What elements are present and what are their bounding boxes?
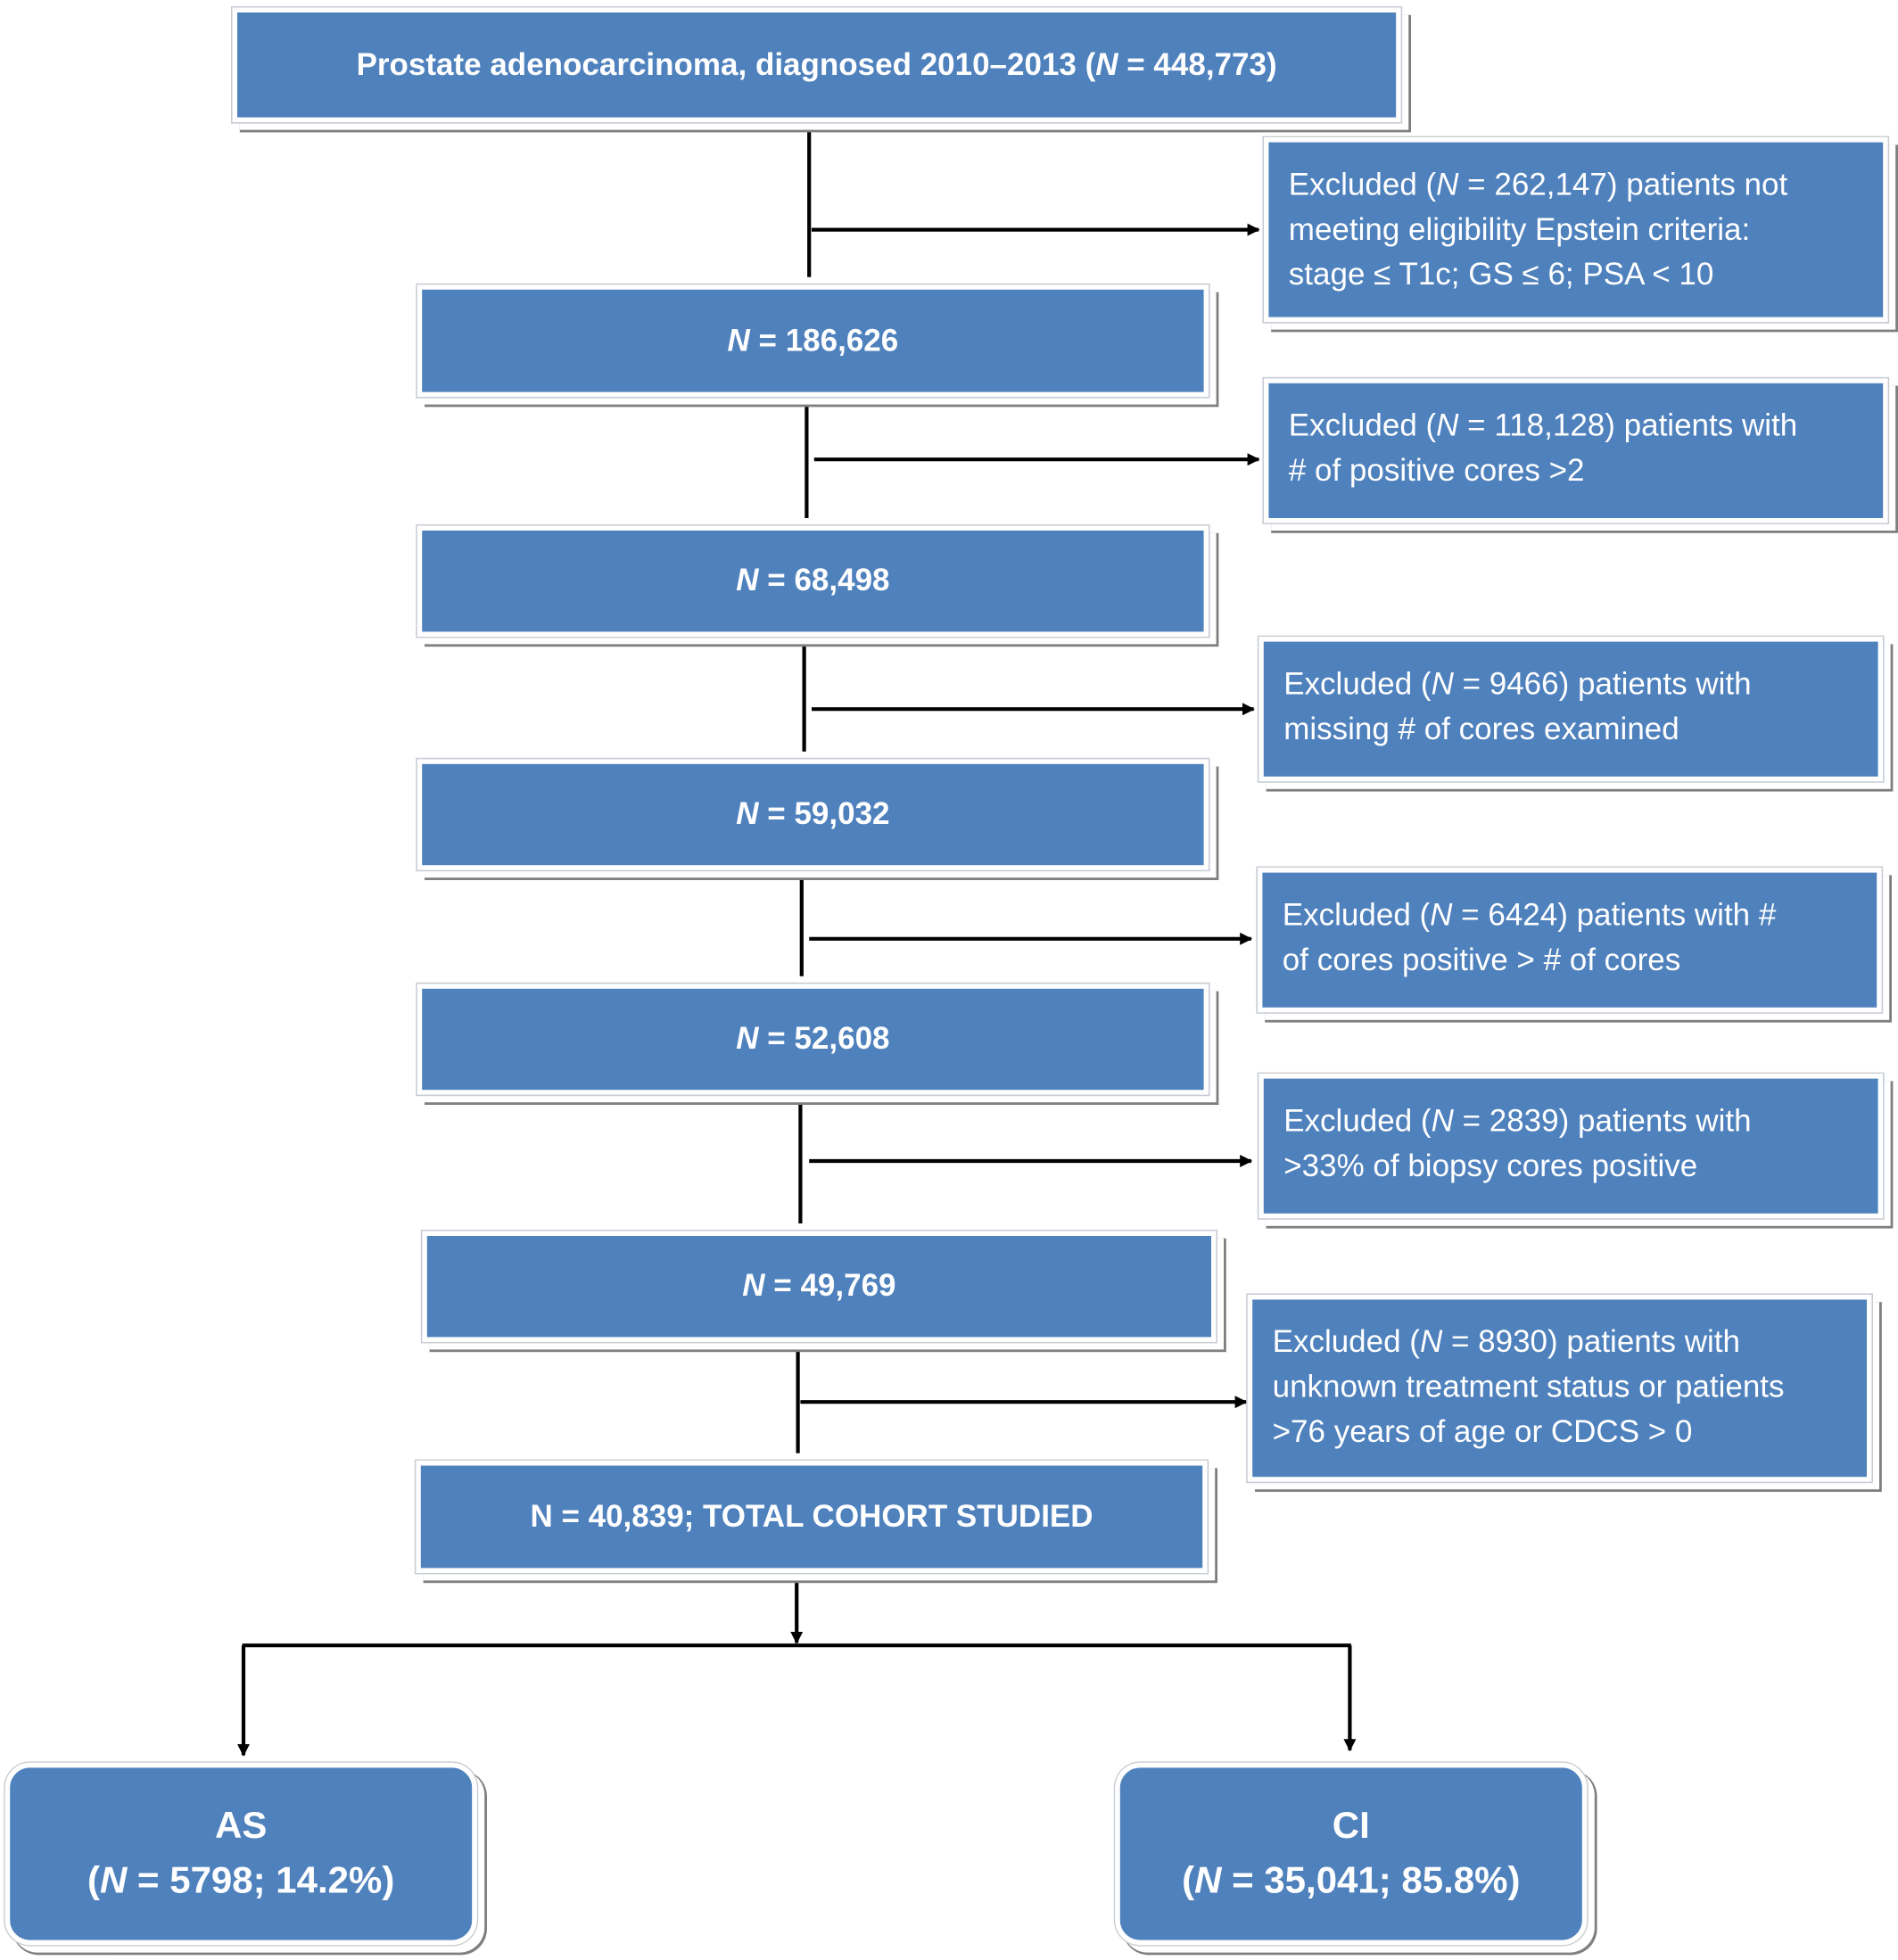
step-box: N = 68,498 — [417, 525, 1209, 637]
top-box: Prostate adenocarcinoma, diagnosed 2010–… — [232, 7, 1401, 123]
exclusion-box: Excluded (N = 8930) patients with unknow… — [1247, 1294, 1872, 1482]
exclusion-box: Excluded (N = 118,128) patients with # o… — [1263, 378, 1888, 523]
top-box-label: Prostate adenocarcinoma, diagnosed 2010–… — [356, 46, 1277, 82]
exclusion-box: Excluded (N = 6424) patients with # of c… — [1257, 868, 1882, 1013]
step-box: N = 59,032 — [417, 759, 1209, 870]
ci-outcome-box: CI (N = 35,041; 85.8%) — [1115, 1762, 1588, 1946]
exclusion-box: Excluded (N = 262,147) patients not meet… — [1263, 137, 1888, 323]
exclusion-box: Excluded (N = 2839) patients with >33% o… — [1258, 1074, 1884, 1219]
step-box: N = 49,769 — [422, 1231, 1217, 1342]
step-box: N = 186,626 — [417, 284, 1209, 398]
total-cohort-box: N = 40,839; TOTAL COHORT STUDIED — [416, 1461, 1208, 1573]
step-box: N = 52,608 — [417, 984, 1209, 1095]
exclusion-box: Excluded (N = 9466) patients with missin… — [1258, 637, 1884, 782]
as-outcome-box: AS (N = 5798; 14.2%) — [4, 1762, 477, 1946]
